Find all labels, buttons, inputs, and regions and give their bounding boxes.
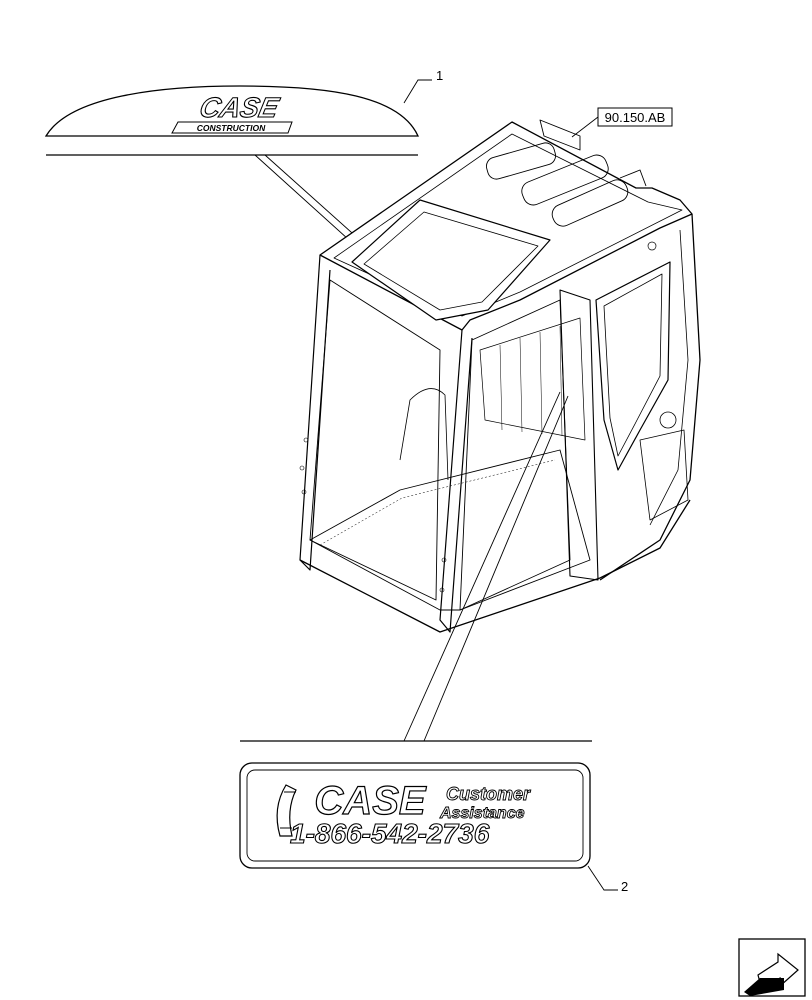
leader-line-2b bbox=[423, 395, 569, 742]
decal2-line2-text: Assistance bbox=[439, 805, 525, 822]
cab-illustration bbox=[299, 119, 701, 633]
callout-1-label: 1 bbox=[436, 68, 443, 83]
phone-handset-icon bbox=[276, 784, 297, 837]
leader-line-2a bbox=[403, 391, 561, 742]
callout-1: 1 bbox=[403, 68, 443, 104]
decal1-subtitle-text: CONSTRUCTION bbox=[197, 123, 266, 133]
decal2-phone-text: 1-866-542-2736 bbox=[290, 818, 490, 849]
decal-case-construction: CASE CONSTRUCTION bbox=[44, 85, 420, 137]
callout-2-label: 2 bbox=[621, 879, 628, 894]
reference-code: 90.150.AB bbox=[605, 110, 666, 125]
reference-box[interactable]: 90.150.AB bbox=[571, 107, 673, 138]
callout-2: 2 bbox=[587, 865, 628, 894]
decal2-brand-text: CASE bbox=[314, 779, 426, 823]
navigation-arrow-icon[interactable] bbox=[738, 938, 806, 997]
decal1-brand-text: CASE bbox=[197, 91, 283, 123]
decal-customer-assistance: CASE Customer Assistance 1-866-542-2736 bbox=[239, 762, 591, 869]
decal2-line1-text: Customer bbox=[446, 784, 531, 804]
case-logo-decal1: CASE CONSTRUCTION bbox=[171, 91, 293, 134]
